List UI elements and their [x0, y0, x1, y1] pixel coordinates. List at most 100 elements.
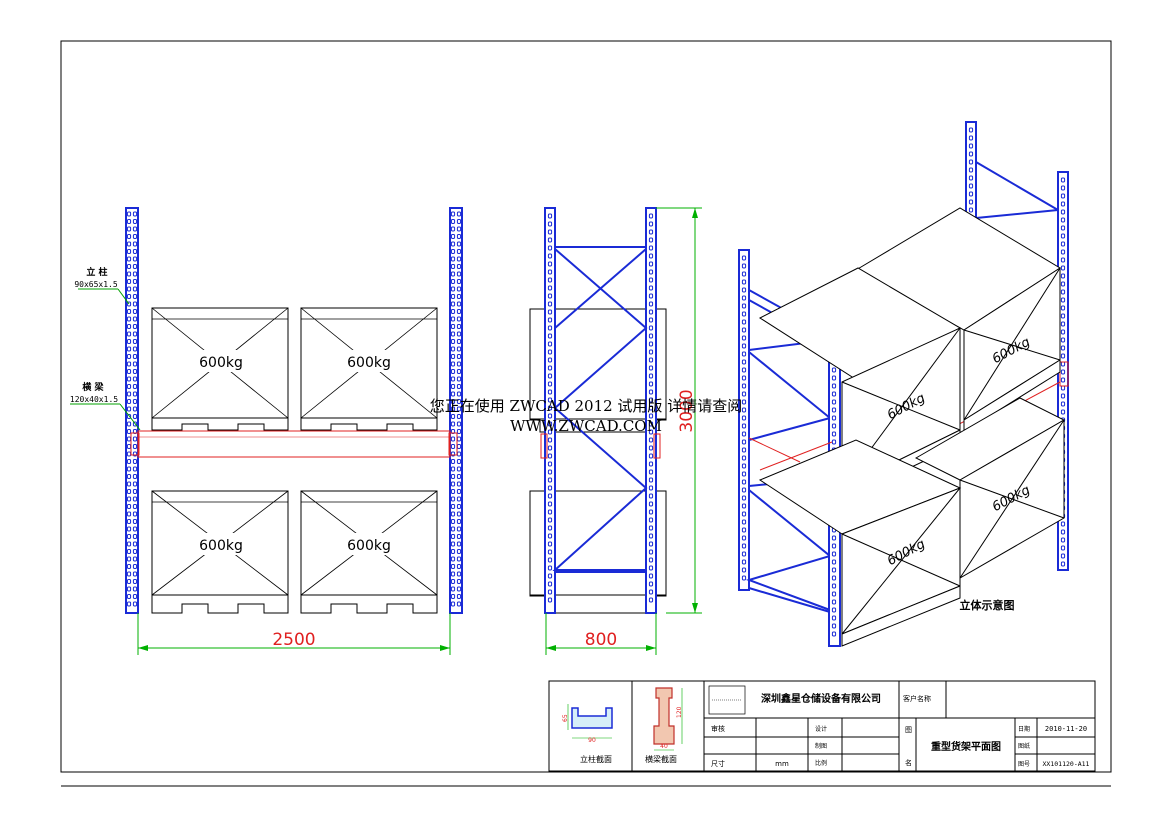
upright-hole: [1060, 185, 1066, 191]
upright-hole: [456, 219, 462, 224]
upright-hole: [126, 211, 132, 217]
upright-hole: [456, 331, 462, 337]
upright-hole: [648, 525, 654, 531]
upright-hole: [126, 241, 132, 247]
upright-hole: [648, 557, 654, 563]
upright-hole: [126, 541, 132, 547]
upright-hole: [126, 586, 132, 592]
upright-hole: [456, 316, 462, 322]
upright-hole: [456, 421, 462, 427]
upright-hole: [648, 325, 654, 331]
upright-hole: [831, 375, 837, 381]
upright-hole: [547, 461, 553, 467]
upright-hole: [648, 293, 654, 299]
upright-hole: [648, 309, 654, 315]
upright-hole: [1060, 353, 1066, 359]
upright-hole: [741, 351, 747, 357]
upright-hole: [741, 335, 747, 341]
upright-hole: [126, 414, 132, 419]
upright-hole: [450, 264, 456, 269]
upright-hole: [648, 269, 654, 275]
upright-hole: [126, 549, 132, 554]
upright-hole: [456, 301, 462, 307]
upright-hole: [741, 367, 747, 373]
upright-hole: [968, 127, 974, 133]
upright-hole: [456, 414, 462, 419]
upright-hole: [968, 191, 974, 197]
upright-hole: [132, 526, 138, 532]
upright-hole: [450, 549, 456, 554]
upright-hole: [132, 279, 138, 284]
upright-hole: [126, 249, 132, 254]
upright-hole: [132, 421, 138, 427]
upright-hole: [547, 565, 553, 571]
side-view: 800 3000: [529, 207, 702, 655]
upright-hole: [456, 466, 462, 472]
upright-hole: [450, 219, 456, 224]
upright-hole: [126, 571, 132, 577]
upright-hole: [648, 245, 654, 251]
upright-hole: [547, 525, 553, 531]
upright-hole: [132, 309, 138, 314]
sheet-label: 图纸: [1018, 742, 1030, 750]
upright-hole: [547, 381, 553, 387]
upright-hole: [456, 429, 462, 434]
upright-hole: [450, 504, 456, 509]
upright-hole: [450, 346, 456, 352]
upright-hole: [831, 543, 837, 549]
iso-pallet-lower-rear: [914, 397, 1066, 579]
upright-hole: [741, 487, 747, 493]
upright-hole: [831, 391, 837, 397]
upright-hole: [547, 413, 553, 419]
design-label: 设计: [815, 725, 827, 733]
iso-upright-front-left: [738, 249, 750, 591]
upright-hole: [831, 439, 837, 445]
upright-hole: [126, 466, 132, 472]
upright-hole: [132, 339, 138, 344]
upright-hole: [126, 346, 132, 352]
upright-hole: [126, 534, 132, 539]
upright-hole: [450, 384, 456, 389]
upright-hole: [132, 549, 138, 554]
name-label-top: 图: [905, 726, 912, 734]
upright-hole: [1060, 321, 1066, 327]
upright-hole: [450, 526, 456, 532]
upright-hole: [1060, 265, 1066, 271]
upright-hole: [450, 376, 456, 382]
upright-hole: [968, 175, 974, 181]
upright-hole: [741, 327, 747, 333]
upright-hole: [126, 279, 132, 284]
upright-hole: [456, 489, 462, 494]
upright-hole: [741, 471, 747, 477]
upright-hole: [450, 391, 456, 397]
title-block: 65 90 立柱截面 120 40 横梁截面 深圳鑫星仓储设备有限公司 客户名称…: [548, 680, 1096, 772]
upright-hole: [456, 249, 462, 254]
upright-hole: [450, 399, 456, 404]
upright-section-caption: 立柱截面: [580, 754, 612, 764]
upright-hole: [547, 389, 553, 395]
upright-hole: [1060, 217, 1066, 223]
upright-hole: [126, 324, 132, 329]
upright-hole: [450, 436, 456, 442]
client-label: 客户名称: [903, 694, 931, 703]
upright-hole: [831, 591, 837, 597]
front-upright-left: [125, 207, 139, 614]
upright-hole: [648, 229, 654, 235]
upright-hole: [456, 264, 462, 269]
upright-hole: [547, 485, 553, 491]
upright-hole: [132, 451, 138, 457]
front-pallet-lower-left: [151, 490, 289, 614]
upright-hole: [741, 415, 747, 421]
upright-hole: [741, 527, 747, 533]
upright-hole: [547, 357, 553, 363]
upright-hole: [132, 376, 138, 382]
upright-hole: [547, 517, 553, 523]
upright-hole: [132, 219, 138, 224]
front-upright-right: [449, 207, 463, 614]
upright-hole: [132, 579, 138, 584]
upright-hole: [831, 599, 837, 605]
upright-hole: [968, 167, 974, 173]
upright-hole: [450, 234, 456, 239]
upright-hole: [547, 301, 553, 307]
upright-hole: [450, 564, 456, 569]
